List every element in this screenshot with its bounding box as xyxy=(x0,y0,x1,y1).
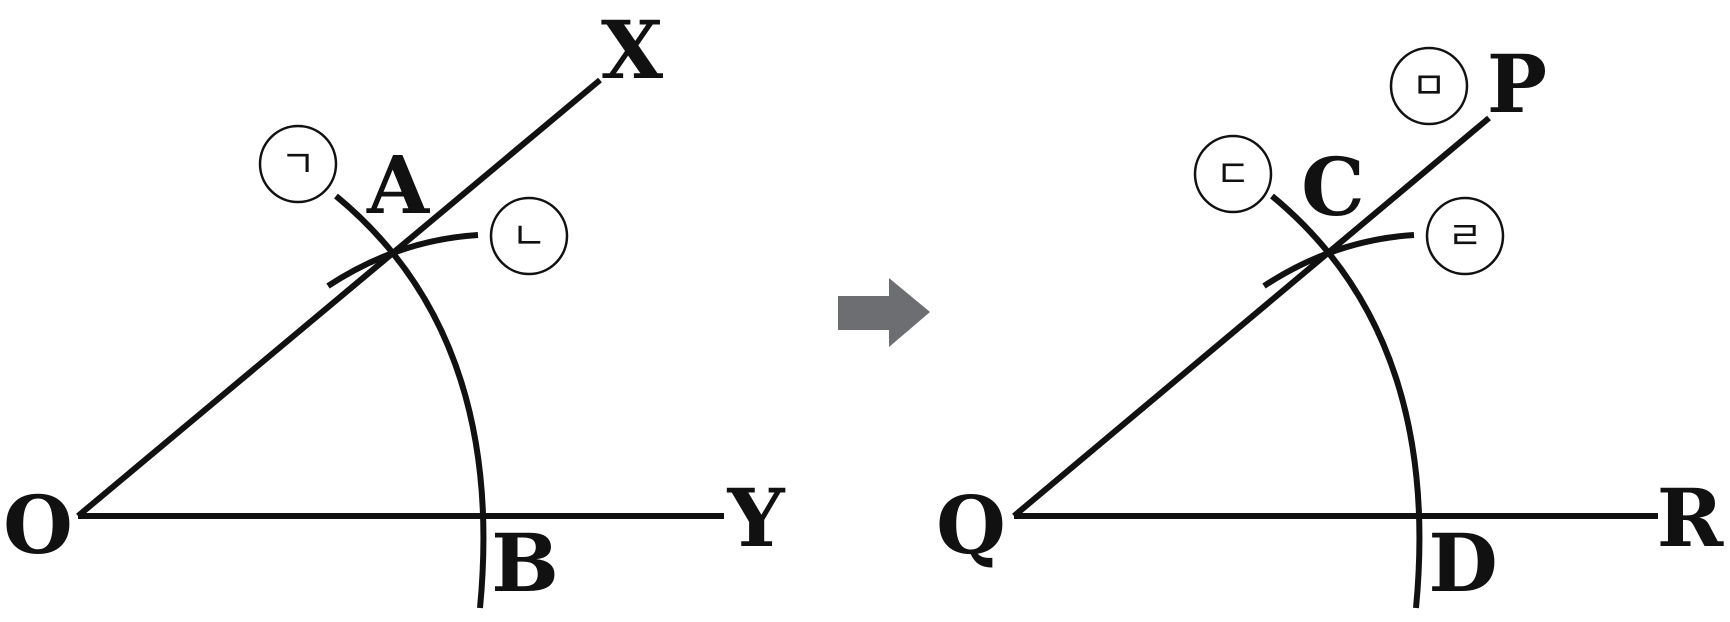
label-b: B xyxy=(491,516,559,610)
step-mark-circle xyxy=(258,124,338,204)
right-figure: Q C D P R ㄷ ㄹ ㅁ xyxy=(936,37,1724,610)
step-mark-circle xyxy=(1193,134,1273,214)
label-o: O xyxy=(3,478,73,572)
arc-centered-b xyxy=(326,232,479,289)
label-q: Q xyxy=(936,478,1006,572)
step-mark-text: ㅁ xyxy=(1412,64,1447,108)
step-mark-5: ㅁ xyxy=(1389,46,1469,126)
ray-ox xyxy=(76,77,602,519)
step-mark-1: ㄱ xyxy=(258,124,338,204)
arc-centered-o xyxy=(334,193,487,609)
arc-centered-d xyxy=(1262,232,1415,289)
label-c: C xyxy=(1301,140,1365,234)
step-mark-circle xyxy=(1389,46,1469,126)
step-mark-2: ㄴ xyxy=(489,196,569,276)
step-mark-4: ㄹ xyxy=(1425,196,1505,276)
label-p: P xyxy=(1487,37,1547,131)
ray-qp xyxy=(1012,115,1491,519)
left-figure: O A B X Y ㄱ ㄴ xyxy=(3,3,785,610)
arc-centered-q xyxy=(1270,193,1423,609)
label-d: D xyxy=(1428,516,1497,610)
step-mark-circle xyxy=(1425,196,1505,276)
label-r: R xyxy=(1657,471,1724,565)
label-x: X xyxy=(601,3,663,97)
right-arrow-icon xyxy=(838,278,930,347)
label-y: Y xyxy=(726,471,785,565)
step-mark-circle xyxy=(489,196,569,276)
step-mark-text: ㄴ xyxy=(512,214,547,258)
step-mark-text: ㄱ xyxy=(281,142,316,186)
label-a: A xyxy=(366,138,430,232)
step-mark-text: ㄷ xyxy=(1216,152,1251,196)
step-mark-3: ㄷ xyxy=(1193,134,1273,214)
step-mark-text: ㄹ xyxy=(1448,214,1483,258)
